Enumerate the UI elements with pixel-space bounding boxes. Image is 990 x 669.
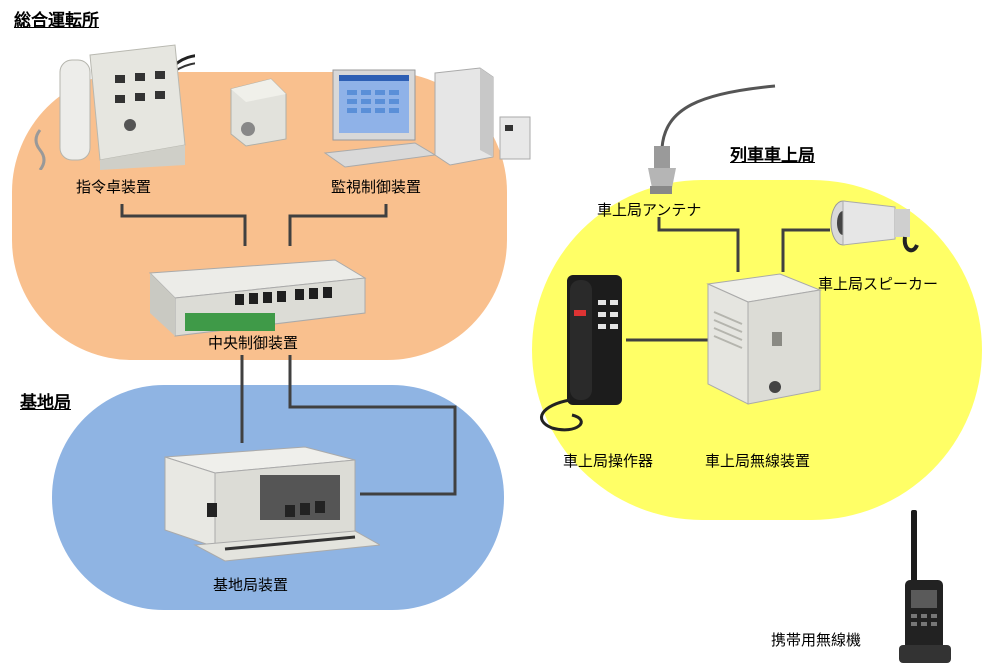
monitoring-pc-image	[315, 65, 535, 170]
onboard-operator-label: 車上局操作器	[563, 452, 654, 470]
base-station-unit-label: 基地局装置	[213, 576, 289, 594]
central-control-image	[145, 258, 370, 338]
control-center-title: 総合運転所	[14, 11, 99, 31]
portable-radio-image	[895, 510, 955, 665]
onboard-speaker-image	[825, 195, 920, 260]
line-monitor-central	[288, 204, 388, 246]
monitoring-control-label: 監視制御装置	[331, 178, 422, 196]
onboard-operator-image	[532, 270, 632, 440]
onboard-radio-image	[700, 272, 825, 412]
onboard-radio-label: 車上局無線装置	[705, 452, 811, 470]
onboard-antenna-image	[640, 78, 780, 198]
line-central-base-right	[288, 355, 457, 496]
central-control-label: 中央制御装置	[208, 334, 299, 352]
onboard-speaker-label: 車上局スピーカー	[818, 275, 939, 293]
onboard-antenna-label: 車上局アンテナ	[597, 201, 702, 219]
dispatch-console-image	[20, 35, 228, 171]
auxiliary-box-image	[226, 74, 291, 149]
base-station-title: 基地局	[20, 393, 71, 413]
train-station-title: 列車車上局	[730, 146, 815, 166]
line-console-central	[120, 204, 247, 246]
portable-radio-label: 携帯用無線機	[771, 631, 862, 649]
dispatch-console-label: 指令卓装置	[76, 178, 152, 196]
line-antenna-radio	[657, 217, 740, 272]
base-station-unit-image	[155, 445, 382, 565]
line-speaker-radio	[781, 228, 830, 272]
